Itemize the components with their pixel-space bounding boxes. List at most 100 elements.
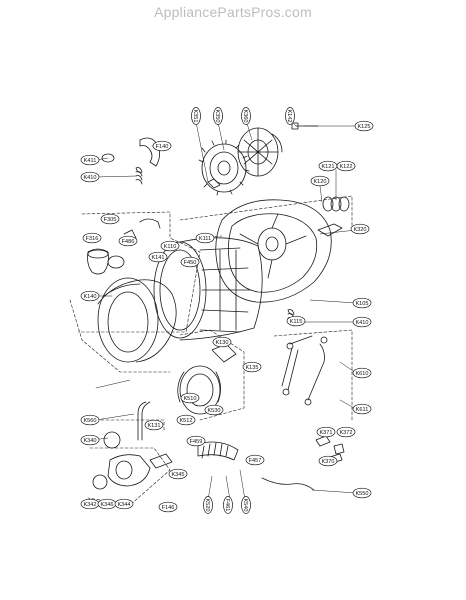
callout-bubble	[180, 392, 200, 404]
callout-code: F450	[184, 260, 197, 266]
drain-hose	[137, 401, 151, 441]
callout-bubble	[286, 315, 306, 327]
wire-harness	[261, 477, 315, 491]
callout-k350: K350	[213, 107, 223, 125]
callout-code: K512	[179, 418, 192, 424]
callout-code: K550	[355, 491, 368, 497]
dashed-group-outlines	[69, 195, 353, 506]
callout-bubble	[212, 336, 232, 348]
callout-k122: K122	[336, 160, 356, 172]
callout-code: K110	[164, 244, 177, 250]
callout-bubble	[352, 297, 372, 309]
callout-k342: K342	[80, 498, 100, 510]
callout-bubble	[80, 434, 100, 446]
callout-code: K342	[83, 502, 96, 508]
callout-code: F305	[104, 217, 117, 223]
rotor-assembly	[198, 139, 250, 196]
callout-code: K540	[242, 498, 248, 511]
callout-code: K510	[183, 396, 196, 402]
callout-k125: K125	[354, 120, 374, 132]
callout-f140: F140	[152, 140, 172, 152]
callout-code: F461	[224, 499, 230, 512]
callout-bubble	[213, 107, 223, 125]
callout-code: F140	[156, 144, 169, 150]
callout-k142: K142	[285, 107, 295, 125]
callout-code: F316	[86, 236, 99, 242]
callout-code: K610	[355, 371, 368, 377]
callout-code: K140	[83, 294, 96, 300]
callout-k540: K540	[241, 496, 251, 514]
callout-k512: K512	[176, 414, 196, 426]
callout-k550: K550	[352, 487, 372, 499]
callout-bubble	[352, 316, 372, 328]
drum	[153, 237, 263, 341]
callout-code: K105	[355, 301, 368, 307]
callout-bubble	[186, 435, 206, 447]
callout-bubble	[176, 414, 196, 426]
front-tub	[97, 277, 177, 363]
callout-code: K350	[214, 109, 220, 122]
callout-code: K121	[321, 164, 334, 170]
callout-k115: K115	[286, 315, 306, 327]
callout-bubble	[336, 426, 356, 438]
callout-bubble	[354, 120, 374, 132]
callout-bubble	[168, 468, 188, 480]
callout-f486: F486	[118, 235, 138, 247]
callout-bubble	[204, 404, 224, 416]
callout-k345: K345	[168, 468, 188, 480]
callout-bubble	[245, 454, 265, 466]
callout-code: K520	[204, 498, 210, 511]
callout-k410: K410	[80, 171, 100, 183]
callout-k111: K111	[195, 232, 215, 244]
callout-k120: K120	[310, 175, 330, 187]
callout-bubble	[158, 501, 178, 513]
callout-k340: K340	[80, 434, 100, 446]
shock-absorbers	[281, 335, 328, 406]
callout-k105: K105	[352, 297, 372, 309]
detergent-parts	[87, 218, 161, 275]
callout-code: K122	[339, 164, 352, 170]
callout-code: K120	[313, 179, 326, 185]
callout-bubble	[285, 107, 295, 125]
callout-code: K345	[171, 472, 184, 478]
callout-k411: K411	[80, 154, 100, 166]
callout-code: K135	[245, 365, 258, 371]
callout-code: K115	[290, 319, 303, 325]
callout-bubble	[191, 107, 201, 125]
callout-code: F146	[162, 505, 175, 511]
callout-f316: F316	[82, 232, 102, 244]
callout-k110: K110	[160, 240, 180, 252]
callout-code: K320	[353, 227, 366, 233]
bellows-hose	[197, 441, 239, 461]
callout-code: K411	[84, 158, 97, 164]
callout-code: K410	[83, 175, 96, 181]
callout-bubble	[223, 496, 233, 514]
watermark: AppliancePartsPros.com	[154, 4, 312, 20]
callout-bubble	[318, 455, 338, 467]
callout-bubble	[352, 403, 372, 415]
callout-bubble	[152, 140, 172, 152]
door-gasket	[177, 343, 237, 415]
callout-k131: K131	[144, 419, 164, 431]
callout-code: K351	[192, 109, 198, 122]
callout-k370: K370	[318, 455, 338, 467]
bolt-part	[291, 122, 319, 130]
callout-bubble	[195, 232, 215, 244]
callout-f457: F457	[245, 454, 265, 466]
callout-code: K344	[117, 502, 130, 508]
callout-bubble	[241, 496, 251, 514]
callout-bubble	[80, 171, 100, 183]
callout-code: K530	[207, 408, 220, 414]
callout-code: K131	[147, 423, 160, 429]
callout-code: K340	[83, 438, 96, 444]
callout-k610: K610	[352, 367, 372, 379]
callout-k140: K140	[80, 290, 100, 302]
callout-bubble	[118, 235, 138, 247]
callout-bubble	[241, 107, 251, 125]
drain-pump-assembly	[92, 431, 173, 490]
callout-k320: K320	[350, 223, 370, 235]
callout-k121: K121	[318, 160, 338, 172]
callout-code: K560	[83, 418, 96, 424]
callout-f461: F461	[223, 496, 233, 514]
